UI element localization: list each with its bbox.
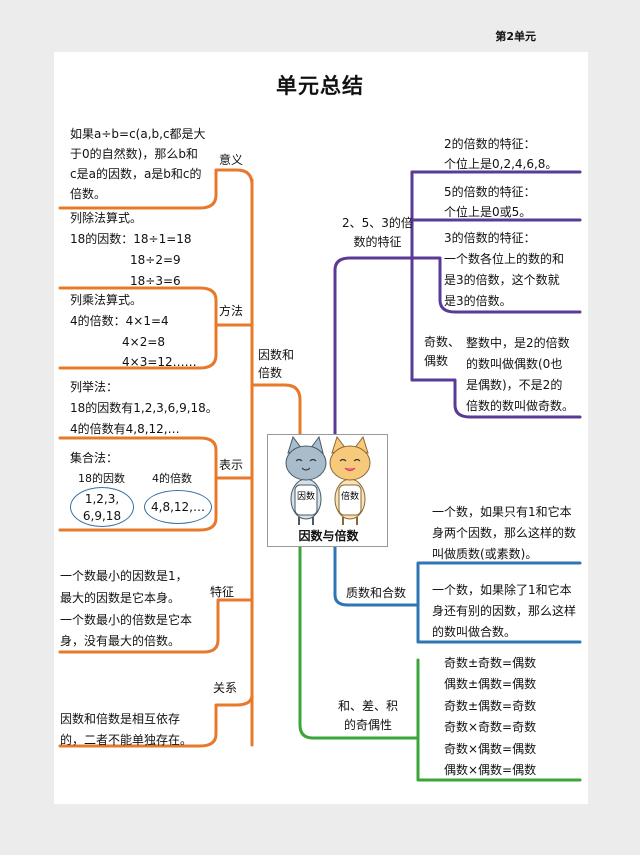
feature-label: 特征 [210,585,235,599]
odd-even-label: 奇数、 偶数 [424,335,461,368]
two-feature-line: 个位上是0,2,4,6,8。 [444,157,558,171]
method-division-line: 列除法算式。 [70,211,143,225]
method-multiplication-line: 4的倍数：4×1=4 [70,314,169,328]
representation-list-line: 列举法： [70,380,119,394]
three-feature-line: 3的倍数的特征： [444,231,536,245]
parity-rule: 奇数±奇数=偶数 [444,656,537,670]
orange-cat-icon [329,435,371,525]
prime-line: 叫做质数(或素数)。 [432,547,538,561]
unit-header: 第2单元 [495,30,536,43]
meaning-line: 于0的自然数)，那么b和 [70,147,198,161]
parity-rule: 奇数±偶数=奇数 [444,699,537,713]
parity-rule: 偶数×偶数=偶数 [444,763,537,777]
prime-line: 身两个因数，那么这样的数 [432,526,577,540]
method-division-line: 18÷2=9 [130,253,181,267]
center-label: 因数与倍数 [298,529,359,543]
relation-label: 关系 [213,681,238,695]
set-left-caption: 18的因数 [78,472,125,485]
representation-list-line: 18的因数有1,2,3,6,9,18。 [70,401,218,415]
set-left-oval: 1,2,3, 6,9,18 [70,487,134,527]
odd-even-line: 的数叫做偶数(0也 [466,357,563,371]
cat-left-tag: 因数 [297,490,315,502]
set-left-value: 6,9,18 [82,509,122,523]
method-division-line: 18÷3=6 [130,274,181,288]
prime-line: 一个数，如果只有1和它本 [432,505,572,519]
composite-line: 身还有别的因数，那么这样 [432,604,577,618]
odd-even-line: 是偶数)，不是2的 [466,378,563,392]
method-multiplication-line: 列乘法算式。 [70,293,143,307]
cats-illustration: 因数 倍数 [285,435,371,525]
odd-even-line: 整数中，是2的倍数 [466,336,570,350]
five-feature-line: 5的倍数的特征： [444,185,536,199]
center-node: 因数 倍数 因数与倍数 [267,434,388,547]
representation-set-title: 集合法： [70,451,119,465]
parity-rule: 偶数±偶数=偶数 [444,677,537,691]
set-left-value: 1,2,3, [84,492,120,506]
feature-line: 身，没有最大的倍数。 [60,634,181,648]
meaning-line: 如果a÷b=c(a,b,c都是大 [70,127,206,141]
odd-even-line: 倍数的数叫做奇数。 [466,399,575,413]
cat-right-tag: 倍数 [341,490,359,502]
set-right-oval: 4,8,12,… [144,490,212,524]
three-feature-line: 是3的倍数。 [444,294,512,308]
parity-label: 和、差、积 的奇偶性 [338,699,399,732]
feature-line: 最大的因数是它本身。 [60,591,181,605]
relation-line: 因数和倍数是相互依存 [60,712,181,726]
method-label: 方法 [219,304,244,318]
method-division-line: 18的因数：18÷1=18 [70,232,192,246]
representation-list-line: 4的倍数有4,8,12,… [70,422,180,436]
method-multiplication-line: 4×2=8 [122,335,166,349]
three-feature-line: 一个数各位上的数的和 [444,252,565,266]
feature-line: 一个数最小的倍数是它本 [60,613,193,627]
prime-composite-label: 质数和合数 [346,586,407,600]
three-feature-line: 是3的倍数，这个数就 [444,273,560,287]
meaning-line: c是a的因数，a是b和c的 [70,167,202,181]
method-multiplication-line: 4×3=12…… [122,355,197,369]
meaning-label: 意义 [219,153,244,167]
set-right-value: 4,8,12,… [151,500,205,514]
five-feature-line: 个位上是0或5。 [444,205,532,219]
features-235-label: 2、5、3的倍 数的特征 [342,216,413,249]
set-right-caption: 4的倍数 [152,472,192,485]
factor-multiple-label: 因数和 倍数 [258,348,295,380]
meaning-line: 倍数。 [70,187,107,201]
representation-label: 表示 [219,458,244,472]
two-feature-line: 2的倍数的特征： [444,137,536,151]
feature-line: 一个数最小的因数是1， [60,569,188,583]
page-title: 单元总结 [276,74,364,98]
composite-line: 一个数，如果除了1和它本 [432,583,572,597]
parity-rule: 奇数×偶数=偶数 [444,742,537,756]
composite-line: 的数叫做合数。 [432,625,517,639]
parity-rule: 奇数×奇数=奇数 [444,720,537,734]
gray-cat-icon [285,435,327,525]
relation-line: 的，二者不能单独存在。 [60,733,193,747]
